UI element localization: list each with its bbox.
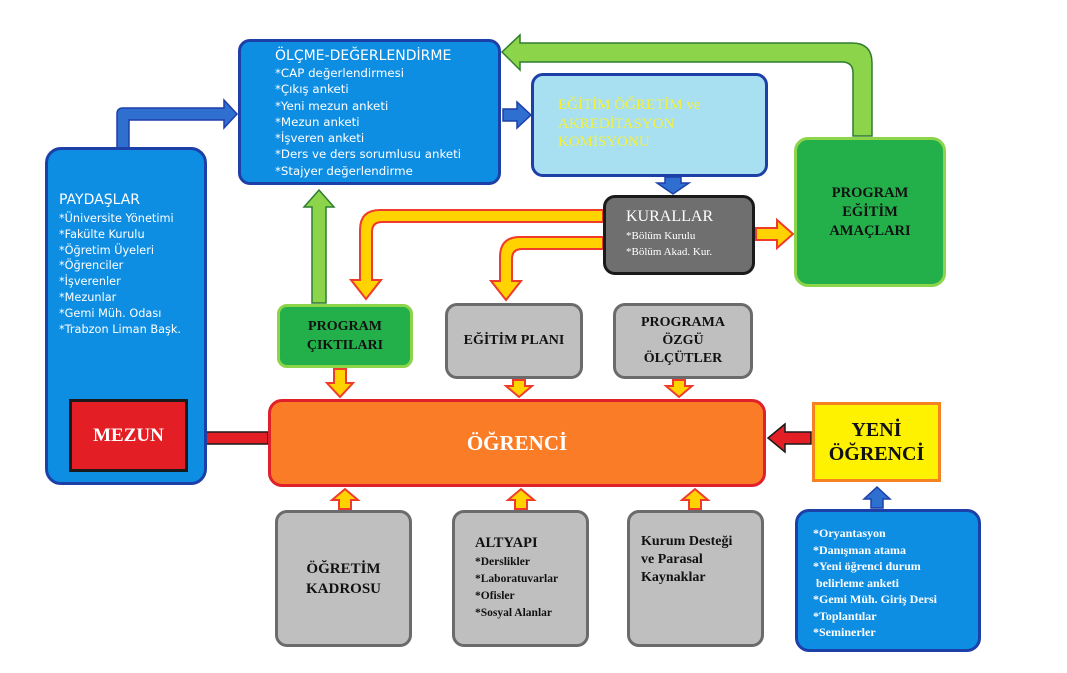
yeni-line: ÖĞRENCİ <box>828 443 925 465</box>
arrow-olcme-to-komisyon <box>502 100 533 130</box>
list-item: *Öğretim Üyeleri <box>59 243 154 257</box>
list-item: *Yeni mezun anketi <box>275 98 389 113</box>
program-egitim-amaclari-box: PROGRAM EĞİTİM AMAÇLARI <box>794 137 946 287</box>
list-item: *Mezunlar <box>59 290 117 304</box>
list-item: *Ofisler <box>475 590 515 602</box>
list-item: *Laboratuvarlar <box>475 573 559 585</box>
list-item: *Trabzon Liman Başk. <box>59 322 182 336</box>
list-item: *Seminerler <box>813 625 876 639</box>
kurallar-list: *Bölüm Kurulu *Bölüm Akad. Kur. <box>626 228 752 260</box>
arrow-kadro-to-ogrenci <box>329 487 361 510</box>
amac-line: PROGRAM <box>831 184 909 201</box>
komisyon-box: EĞİTİM ÖĞRETİM ve AKREDİTASYON KOMİSYONU <box>531 73 768 177</box>
olcme-degerlendirme-box: ÖLÇME-DEĞERLENDİRME *CAP değerlendirmesi… <box>238 39 501 185</box>
destek-line: Kaynaklar <box>641 570 706 585</box>
olcut-line: ÖZGÜ <box>662 333 704 348</box>
yeni-ogrenci-box: YENİ ÖĞRENCİ <box>812 402 941 482</box>
yeni-line: YENİ <box>851 419 902 441</box>
list-item: *Oryantasyon <box>813 526 886 540</box>
arrow-ciktilar-to-ogrenci <box>324 368 356 399</box>
amac-line: AMAÇLARI <box>829 222 911 239</box>
arrow-amaclar-to-olcme <box>500 33 873 137</box>
destek-line: ve Parasal <box>641 552 703 567</box>
olcme-list: *CAP değerlendirmesi *Çıkış anketi *Yeni… <box>275 65 498 179</box>
plan-label: EĞİTİM PLANI <box>463 333 565 348</box>
destek-line: Kurum Desteği <box>641 534 733 549</box>
arrow-oryantasyon-to-yeni <box>862 485 892 509</box>
kadro-line: ÖĞRETİM <box>306 560 381 577</box>
kurallar-box: KURALLAR *Bölüm Kurulu *Bölüm Akad. Kur. <box>603 195 755 275</box>
list-item: *İşveren anketi <box>275 131 365 146</box>
komisyon-line: EĞİTİM ÖĞRETİM ve <box>558 97 701 113</box>
list-item: *Sosyal Alanlar <box>475 607 553 619</box>
program-ciktilari-box: PROGRAM ÇIKTILARI <box>277 304 413 368</box>
list-item: belirleme anketi <box>813 575 899 590</box>
list-item: *Gemi Müh. Odası <box>59 306 162 320</box>
altyapi-title: ALTYAPI <box>475 535 538 551</box>
kadro-line: KADROSU <box>305 580 381 597</box>
kurallar-title: KURALLAR <box>626 208 714 225</box>
list-item: *Stajyer değerlendirme <box>275 163 413 178</box>
arrow-komisyon-to-kurallar <box>654 176 692 195</box>
mezun-label: MEZUN <box>93 424 164 446</box>
oryantasyon-list: *Oryantasyon *Danışman atama *Yeni öğren… <box>813 525 978 641</box>
list-item: *Çıkış anketi <box>275 82 349 97</box>
olcme-title: ÖLÇME-DEĞERLENDİRME <box>275 48 452 64</box>
ogrenci-label: ÖĞRENCİ <box>466 430 568 455</box>
arrow-yeni-to-ogrenci <box>766 422 812 454</box>
list-item: *CAP değerlendirmesi <box>275 66 405 80</box>
amac-line: EĞİTİM <box>842 203 898 220</box>
list-item: *Bölüm Kurulu <box>626 230 696 242</box>
arrow-paydaslar-to-olcme <box>116 98 239 150</box>
list-item: *Fakülte Kurulu <box>59 227 145 241</box>
arrow-olcut-to-ogrenci <box>663 379 695 399</box>
list-item: *Üniversite Yönetimi <box>59 212 174 225</box>
arrow-altyapi-to-ogrenci <box>505 487 537 510</box>
arrow-plan-to-ogrenci <box>503 379 535 399</box>
list-item: *Ders ve ders sorumlusu anketi <box>275 147 462 162</box>
list-item: *Toplantılar <box>813 608 877 623</box>
ciktilar-line: PROGRAM <box>308 319 382 334</box>
komisyon-line: AKREDİTASYON <box>558 115 675 132</box>
kurum-destegi-box: Kurum Desteği ve Parasal Kaynaklar <box>627 510 764 647</box>
list-item: *İşverenler <box>59 275 121 289</box>
paydaslar-list: *Üniversite Yönetimi *Fakülte Kurulu *Öğ… <box>59 211 204 337</box>
mezun-box: MEZUN <box>69 399 188 472</box>
programa-ozgu-olcutler-box: PROGRAMA ÖZGÜ ÖLÇÜTLER <box>613 303 753 379</box>
ciktilar-line: ÇIKTILARI <box>306 338 384 353</box>
ogrenci-box: ÖĞRENCİ <box>268 399 766 487</box>
komisyon-line: KOMİSYONU <box>558 134 650 150</box>
egitim-plani-box: EĞİTİM PLANI <box>445 303 583 379</box>
arrow-kurallar-to-ciktilar <box>348 209 604 301</box>
oryantasyon-box: *Oryantasyon *Danışman atama *Yeni öğren… <box>795 509 981 652</box>
paydaslar-title: PAYDAŞLAR <box>59 192 141 208</box>
list-item: *Derslikler <box>475 556 530 568</box>
olcut-line: PROGRAMA <box>641 315 725 330</box>
altyapi-list: *Derslikler *Laboratuvarlar *Ofisler *So… <box>475 554 586 622</box>
ogretim-kadrosu-box: ÖĞRETİM KADROSU <box>275 510 412 647</box>
list-item: *Mezun anketi <box>275 114 360 129</box>
list-item: *Öğrenciler <box>59 259 124 273</box>
altyapi-box: ALTYAPI *Derslikler *Laboratuvarlar *Ofi… <box>452 510 589 647</box>
list-item: *Gemi Müh. Giriş Dersi <box>813 592 937 606</box>
list-item: *Yeni öğrenci durum <box>813 559 921 573</box>
arrow-kurallar-to-amaclar <box>755 217 795 251</box>
olcut-line: ÖLÇÜTLER <box>643 351 723 366</box>
arrow-ciktilar-to-olcme <box>302 188 336 304</box>
arrow-destek-to-ogrenci <box>679 487 711 510</box>
list-item: *Bölüm Akad. Kur. <box>626 246 713 258</box>
list-item: *Danışman atama <box>813 542 907 557</box>
arrow-kurallar-to-plan <box>488 236 604 302</box>
